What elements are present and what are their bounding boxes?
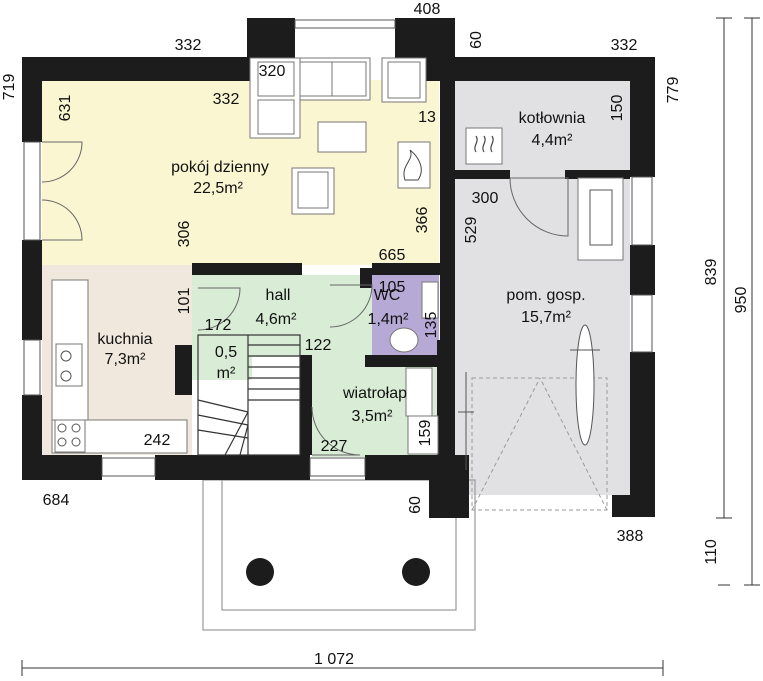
motorcycle-icon (570, 324, 600, 446)
dim-684: 684 (43, 492, 70, 509)
utility-room-name: pom. gosp. (506, 287, 585, 304)
dim-320: 320 (259, 63, 286, 80)
storage-unit: m² (217, 365, 236, 382)
vestibule-name: wiatrołap (342, 385, 407, 402)
dim-719: 719 (1, 74, 18, 101)
living-room-area: 22,5m² (193, 180, 243, 197)
storage-value: 0,5 (215, 344, 237, 361)
boiler-room-area: 4,4m² (532, 132, 574, 149)
dim-306: 306 (176, 221, 193, 248)
dim-950: 950 (733, 287, 750, 314)
dim-332-top-left: 332 (175, 37, 202, 54)
kitchen-area: 7,3m² (105, 351, 147, 368)
dim-13: 13 (418, 109, 436, 126)
kitchen-fixtures (57, 350, 81, 447)
dim-529: 529 (463, 217, 480, 244)
dim-110: 110 (703, 539, 720, 565)
boiler-icon (474, 135, 494, 153)
dim-332-inner: 332 (213, 91, 240, 108)
dim-332-top-right: 332 (611, 37, 638, 54)
porch-column-left (246, 558, 274, 586)
living-room-name: pokój dzienny (171, 159, 269, 176)
staircase (197, 334, 301, 456)
utility-room-area: 15,7m² (521, 309, 571, 326)
dim-105: 105 (379, 279, 406, 296)
dim-408: 408 (414, 1, 441, 18)
dim-242: 242 (144, 432, 171, 449)
dim-60-top: 60 (468, 31, 485, 49)
dim-366: 366 (414, 207, 431, 234)
dim-1072: 1 072 (314, 651, 354, 668)
dim-839: 839 (703, 259, 720, 286)
dim-227: 227 (321, 438, 348, 455)
dimension-lines (21, 17, 760, 676)
dim-300: 300 (472, 190, 499, 207)
wc-name: WC (374, 287, 401, 304)
wc-area: 1,4m² (368, 311, 410, 328)
dim-779: 779 (665, 77, 682, 104)
hall-name: hall (266, 287, 291, 304)
dim-122: 122 (305, 337, 332, 354)
dim-388: 388 (617, 528, 644, 545)
living-room-fill (42, 80, 439, 265)
kitchen-name: kuchnia (97, 331, 152, 348)
furniture (51, 57, 624, 455)
dim-631: 631 (57, 95, 74, 122)
dim-150: 150 (609, 95, 626, 122)
hall-area: 4,6m² (256, 311, 298, 328)
dim-101: 101 (176, 288, 193, 315)
garage-door (471, 377, 608, 511)
dim-172: 172 (205, 317, 232, 334)
fireplace-icon (403, 149, 422, 181)
door-swings (41, 141, 569, 456)
bicycle-icon (458, 372, 474, 470)
dim-159: 159 (417, 420, 434, 447)
porch-outline (202, 479, 476, 631)
porch-column-right (402, 558, 430, 586)
dim-665: 665 (379, 247, 406, 264)
vestibule-area: 3,5m² (352, 408, 394, 425)
dim-60-bottom: 60 (407, 496, 424, 514)
quad-bike-icon (589, 189, 613, 246)
dim-135: 135 (423, 312, 440, 339)
windows (23, 19, 653, 477)
boiler-room-name: kotłownia (519, 110, 586, 127)
